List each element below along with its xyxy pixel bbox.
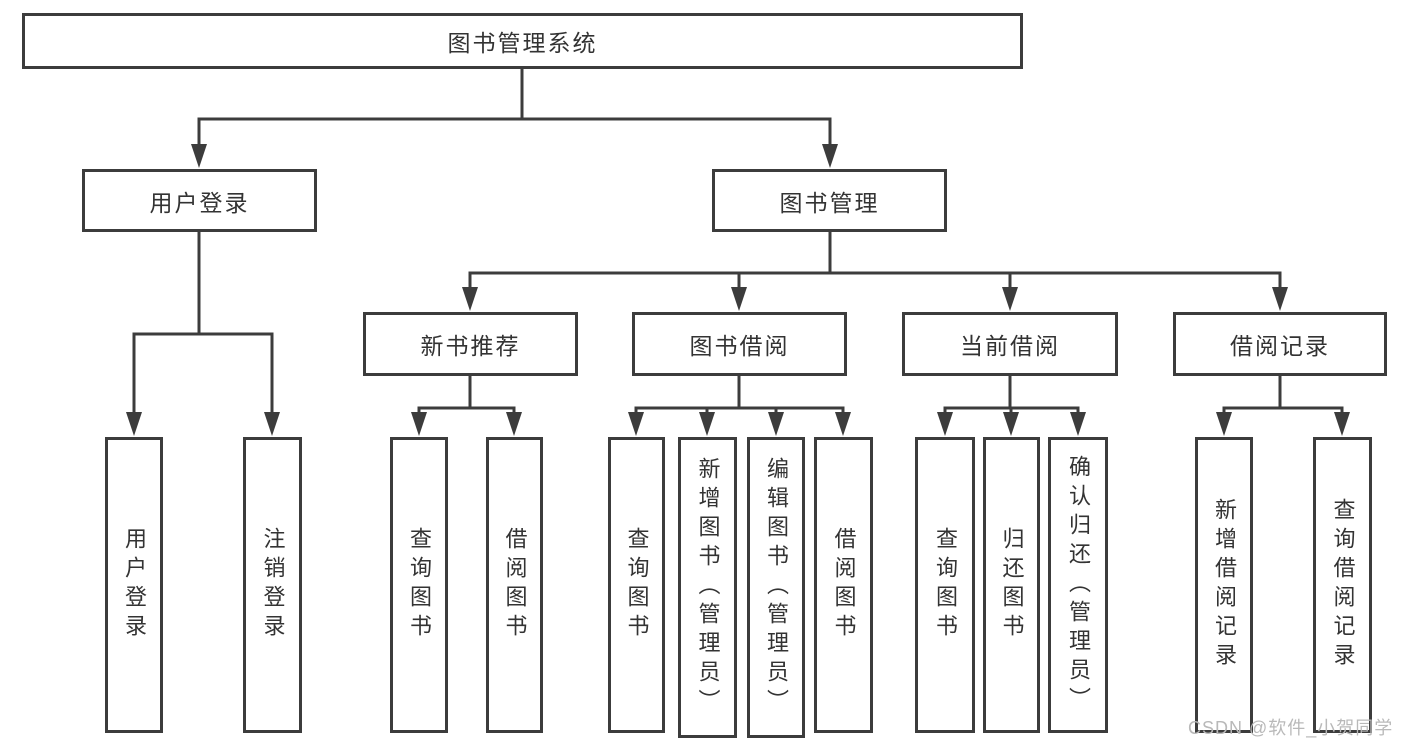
- node-book-management: 图书管理: [712, 169, 947, 232]
- leaf-borrow-query: 查询图书: [608, 437, 665, 733]
- leaf-add-borrow-record-label: 新增借阅记录: [1212, 498, 1237, 672]
- connector-root-to-level2: [191, 67, 838, 168]
- leaf-borrow-book: 借阅图书: [814, 437, 873, 733]
- leaf-logout: 注销登录: [243, 437, 302, 733]
- leaf-user-login-label: 用户登录: [122, 527, 147, 643]
- node-borrow-records: 借阅记录: [1173, 312, 1387, 376]
- leaf-query-borrow-record: 查询借阅记录: [1313, 437, 1372, 733]
- node-book-management-label: 图书管理: [779, 189, 880, 216]
- leaf-edit-book-admin: 编辑图书（管理员）: [747, 437, 805, 738]
- leaf-newbook-query: 查询图书: [390, 437, 448, 733]
- node-user-login-label: 用户登录: [149, 189, 250, 216]
- csdn-watermark: CSDN @软件_小贺同学: [1188, 718, 1394, 738]
- leaf-confirm-return-admin-label: 确认归还（管理员）: [1066, 454, 1091, 716]
- leaf-newbook-borrow: 借阅图书: [486, 437, 543, 733]
- leaf-current-query-label: 查询图书: [933, 527, 958, 643]
- leaf-add-book-admin-label: 新增图书（管理员）: [695, 457, 721, 718]
- node-new-book-recommend: 新书推荐: [363, 312, 578, 376]
- node-current-borrow: 当前借阅: [902, 312, 1118, 376]
- node-borrow-records-label: 借阅记录: [1230, 333, 1330, 359]
- node-root-system-label: 图书管理系统: [447, 30, 598, 56]
- node-root-system: 图书管理系统: [22, 13, 1023, 69]
- node-current-borrow-label: 当前借阅: [960, 333, 1060, 359]
- connector-borrow-records-branch: [1216, 374, 1350, 436]
- leaf-edit-book-admin-label: 编辑图书（管理员）: [764, 457, 789, 718]
- leaf-newbook-borrow-label: 借阅图书: [502, 527, 528, 643]
- leaf-logout-label: 注销登录: [260, 527, 286, 643]
- leaf-query-borrow-record-label: 查询借阅记录: [1330, 498, 1356, 672]
- leaf-add-borrow-record: 新增借阅记录: [1195, 437, 1253, 733]
- leaf-return-book: 归还图书: [983, 437, 1040, 733]
- leaf-user-login: 用户登录: [105, 437, 163, 733]
- leaf-newbook-query-label: 查询图书: [407, 527, 432, 643]
- node-new-book-recommend-label: 新书推荐: [420, 333, 521, 359]
- leaf-current-query: 查询图书: [915, 437, 975, 733]
- leaf-borrow-book-label: 借阅图书: [831, 527, 857, 643]
- connector-book-mgmt-to-level3: [462, 230, 1288, 311]
- leaf-add-book-admin: 新增图书（管理员）: [678, 437, 737, 738]
- node-user-login: 用户登录: [82, 169, 317, 232]
- connector-new-book-branch: [411, 374, 522, 436]
- leaf-confirm-return-admin: 确认归还（管理员）: [1048, 437, 1108, 733]
- connector-user-login-branch: [126, 230, 280, 436]
- leaf-borrow-query-label: 查询图书: [624, 527, 650, 643]
- node-book-borrow: 图书借阅: [632, 312, 847, 376]
- connector-book-borrow-branch: [628, 374, 851, 436]
- node-book-borrow-label: 图书借阅: [689, 333, 790, 359]
- connector-current-borrow-branch: [937, 374, 1086, 436]
- leaf-return-book-label: 归还图书: [999, 527, 1025, 643]
